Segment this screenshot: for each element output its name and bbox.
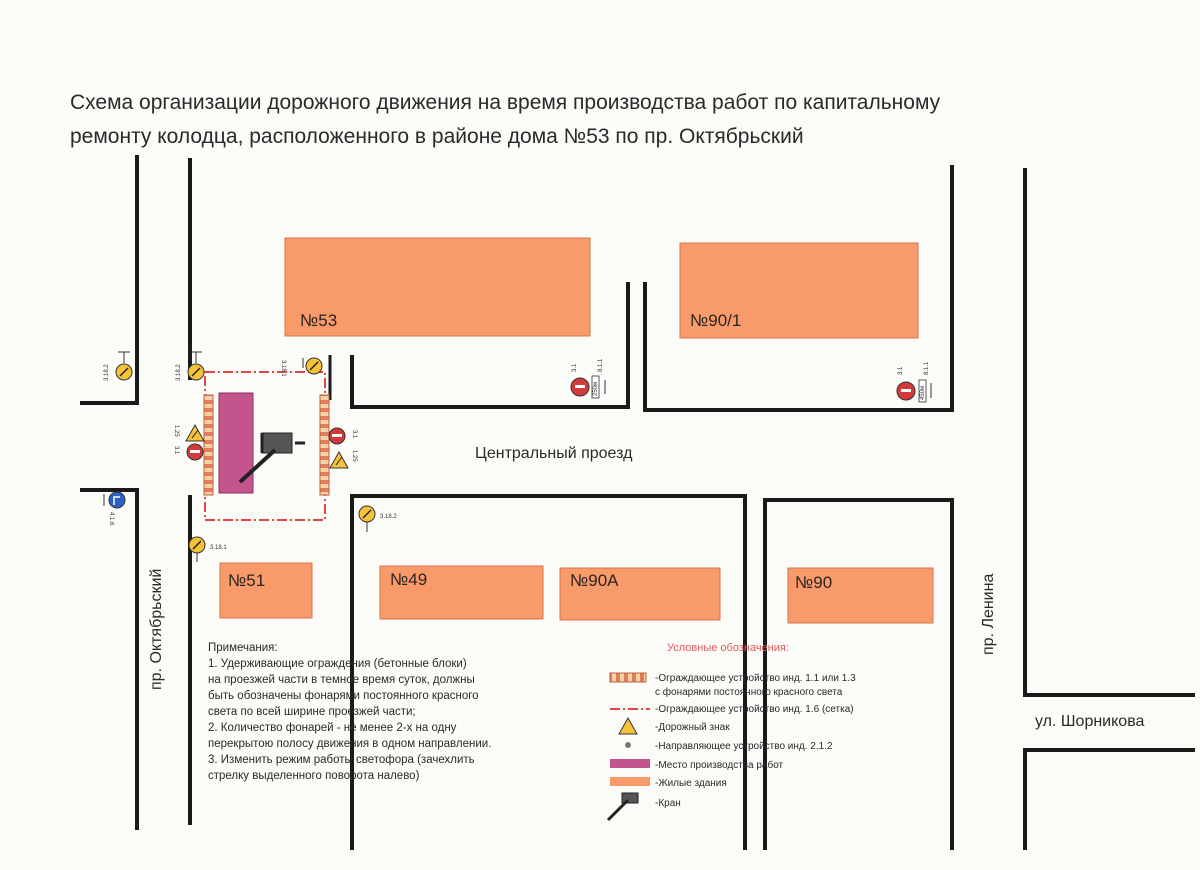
building-90-1: [679, 242, 919, 339]
building-49: [379, 565, 544, 620]
notes-block: Примечания: 1. Удерживающие ограждения (…: [208, 642, 491, 782]
road-lines: [80, 155, 1195, 850]
building-90-label: №90: [795, 573, 832, 592]
sign-3-1-no-entry-right: 3.1 8.1.1 450м: [896, 361, 932, 403]
notes-heading: Примечания:: [208, 642, 278, 654]
sign-3-18-2-bottom: 3.18.2: [358, 505, 397, 532]
sign-code-10: 1.25: [351, 450, 357, 462]
note-line-8: стрелку выделенного поворота налево): [208, 770, 420, 782]
note-line-4: света по всей ширине проезжей части;: [208, 706, 416, 718]
sign-code-9: 3.1: [173, 446, 179, 455]
sign-code-11: 3.1: [351, 430, 357, 439]
legend-guide-icon: [625, 742, 631, 748]
note-line-5: 2. Количество фонарей - не менее 2-х на …: [208, 722, 457, 734]
sign-code-7: 8.1.1: [924, 361, 930, 375]
title-line-1: Схема организации дорожного движения на …: [70, 91, 941, 114]
sign-code-8: 1.25: [173, 425, 179, 437]
building-51-label: №51: [228, 571, 265, 590]
note-line-3: быть обозначены фонарями постоянного кра…: [208, 690, 479, 702]
legend-item-1: -Ограждающее устройство инд. 1.1 или 1.3: [655, 673, 856, 684]
sign-code-1: 3.18.2: [104, 364, 110, 381]
legend-item-4: -Направляющее устройство инд. 2.1.2: [655, 741, 833, 752]
sign-3-18-1-bottom: 3.18.1: [188, 536, 227, 562]
street-central: Центральный проезд: [475, 445, 633, 462]
legend-item-5: -Место производства работ: [655, 759, 784, 771]
sign-3-18-1-top: 3.18.1: [280, 357, 323, 377]
building-90: [787, 567, 934, 624]
road-signs: 3.18.2 3.18.2 3.18.1 3.1 8.1.1 250м: [103, 351, 932, 562]
legend-work-swatch: [610, 759, 650, 768]
sign-3-18-2-top: 3.18.2: [176, 351, 205, 381]
street-shornikova: ул. Шорникова: [1035, 713, 1145, 730]
note-line-2: на проезжей части в темное время суток, …: [208, 674, 475, 686]
legend: Условные обозначения: -Ограждающее устро…: [606, 642, 856, 822]
legend-item-1b: с фонарями постоянного красного света: [655, 686, 843, 698]
sign-code-4: 3.1: [572, 363, 578, 372]
legend-building-swatch: [610, 777, 650, 786]
sign-plate-7: 450м: [920, 386, 926, 400]
sign-code-3: 3.18.1: [280, 360, 286, 377]
work-site: [218, 392, 254, 494]
note-line-1: 1. Удерживающие ограждения (бетонные бло…: [208, 658, 467, 670]
sign-code-6: 3.1: [898, 366, 904, 375]
sign-3-1-no-entry-mid: 3.1 8.1.1 250м: [570, 358, 606, 399]
sign-left-of-work-zone: 1.25 3.1: [173, 423, 205, 461]
crane-icon: [238, 432, 305, 484]
sign-code-13: 3.18.1: [210, 545, 227, 551]
building-49-label: №49: [390, 570, 427, 589]
barrier-left: [203, 394, 214, 496]
sign-plate-5: 250м: [593, 382, 599, 396]
legend-item-2: -Ограждающее устройство инд. 1.6 (сетка): [655, 704, 854, 715]
title-line-2: ремонту колодца, расположенного в районе…: [70, 125, 804, 148]
legend-title: Условные обозначения:: [667, 642, 789, 654]
building-51: [219, 562, 313, 619]
sign-3-18-2-left: 3.18.2: [104, 351, 133, 381]
building-90a-label: №90А: [570, 571, 619, 590]
street-oktyabrsky: пр. Октябрьский: [148, 569, 165, 690]
street-lenina: пр. Ленина: [980, 574, 997, 655]
note-line-7: 3. Изменить режим работы светофора (заче…: [208, 754, 475, 766]
barrier-right: [319, 394, 330, 496]
sign-code-2: 3.18.2: [176, 364, 182, 381]
legend-item-7: -Кран: [655, 798, 681, 809]
sign-right-of-work-zone: 3.1 1.25: [328, 427, 357, 469]
building-53: [284, 237, 591, 337]
legend-barrier-swatch: [609, 672, 647, 683]
sign-4-1-6: 4.1.6: [103, 491, 126, 526]
sign-code-14: 4.1.6: [108, 512, 114, 526]
legend-crane-icon: [606, 792, 639, 822]
note-line-6: перекрытою полосу движения в одном напра…: [208, 738, 491, 750]
legend-item-6: -Жилые здания: [655, 778, 727, 789]
building-90a: [559, 567, 721, 621]
legend-sign-icon: [618, 716, 638, 735]
work-zone-area: [203, 371, 330, 521]
legend-item-3: -Дорожный знак: [655, 722, 730, 733]
sign-code-12: 3.18.2: [380, 514, 397, 520]
building-90-1-label: №90/1: [690, 311, 741, 330]
sign-code-5: 8.1.1: [598, 358, 604, 372]
building-53-label: №53: [300, 311, 337, 330]
